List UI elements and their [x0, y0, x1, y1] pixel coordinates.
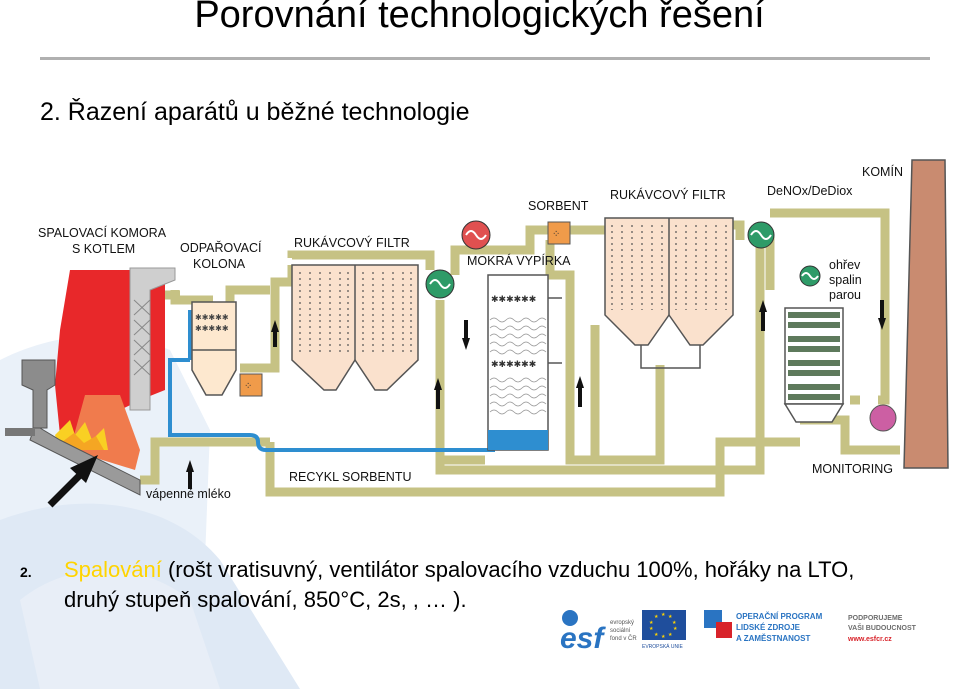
svg-text:★: ★ — [661, 634, 666, 640]
support-line-3: www.esfcr.cz — [847, 636, 892, 643]
op-lzz-logo: OPERAČNÍ PROGRAM LIDSKÉ ZDROJE A ZAMĚSTN… — [704, 610, 823, 643]
support-slogan: PODPORUJEME VAŠI BUDOUCNOST www.esfcr.cz — [847, 615, 917, 643]
esf-logo: esf evropský sociální fond v ČR — [560, 610, 637, 654]
wet-scrubber: ✱✱✱✱✱✱ ✱✱✱✱✱✱ — [487, 274, 562, 451]
label-denox: DeNOx/DeDiox — [767, 184, 853, 198]
label-steam-heat-1: ohřev — [829, 258, 861, 272]
esf-wordmark: esf — [560, 622, 606, 654]
svg-text:✱✱✱✱✱✱: ✱✱✱✱✱✱ — [491, 294, 536, 304]
note-number: 2. — [20, 564, 32, 580]
fan-2-icon — [461, 220, 491, 250]
support-line-1: PODPORUJEME — [848, 615, 903, 622]
denox-reactor — [783, 307, 845, 423]
note-highlight: Spalování — [64, 557, 162, 582]
water-lines — [168, 310, 495, 452]
svg-text:✱✱✱✱✱: ✱✱✱✱✱ — [195, 313, 229, 322]
label-steam-heat-3: parou — [829, 288, 861, 302]
label-sorbent-recycle: RECYKL SORBENTU — [289, 470, 411, 484]
label-lime-milk: vápenné mléko — [146, 487, 231, 501]
svg-text:✱✱✱✱✱: ✱✱✱✱✱ — [195, 324, 229, 333]
svg-text:★: ★ — [672, 620, 677, 626]
sorbent-dosing: ⁘ — [547, 221, 571, 245]
esf-caption-2: sociální — [610, 628, 631, 634]
fan-1-icon — [425, 269, 455, 299]
svg-text:★: ★ — [668, 632, 673, 638]
svg-text:✱✱✱✱✱✱: ✱✱✱✱✱✱ — [491, 359, 536, 369]
note-line-2: druhý stupeň spalování, 850°C, 2s, , … )… — [64, 587, 467, 612]
svg-text:★: ★ — [649, 620, 654, 626]
boiler-furnace — [5, 267, 176, 496]
svg-text:★: ★ — [654, 632, 659, 638]
monitoring-sensor — [869, 404, 897, 432]
svg-text:⁘: ⁘ — [552, 229, 560, 240]
label-wet-scrubber: MOKRÁ VYPÍRKA — [467, 253, 571, 268]
bag-filter-1 — [291, 264, 419, 391]
process-diagram: ✱✱✱✱✱ ✱✱✱✱✱ ⁘ ⁘ — [5, 159, 949, 508]
op-line-1: OPERAČNÍ PROGRAM — [736, 612, 823, 621]
label-evap-2: KOLONA — [193, 257, 246, 271]
funding-logos: esf evropský sociální fond v ČR ★★★ ★★★ … — [560, 610, 917, 654]
svg-text:★: ★ — [673, 626, 678, 632]
label-chimney: KOMÍN — [862, 164, 903, 179]
label-boiler-1: SPALOVACÍ KOMORA — [38, 225, 167, 240]
title-divider — [40, 57, 930, 60]
fan-3-icon — [747, 221, 775, 249]
label-monitoring: MONITORING — [812, 462, 893, 476]
note-line-1: (rošt vratisuvný, ventilátor spalovacího… — [161, 557, 855, 582]
op-line-3: A ZAMĚSTNANOST — [736, 634, 810, 643]
svg-text:★: ★ — [654, 614, 659, 620]
label-bag-filter-2: RUKÁVCOVÝ FILTR — [610, 187, 726, 202]
flow-arrows — [186, 300, 886, 489]
label-evap-1: ODPAŘOVACÍ — [180, 240, 262, 255]
svg-text:⁘: ⁘ — [244, 381, 252, 392]
label-sorbent: SORBENT — [528, 199, 589, 213]
svg-text:★: ★ — [649, 626, 654, 632]
esf-caption-1: evropský — [610, 620, 634, 626]
page-title: Porovnání technologických řešení — [194, 0, 765, 36]
evaporation-column: ✱✱✱✱✱ ✱✱✱✱✱ ⁘ — [191, 301, 263, 397]
svg-text:★: ★ — [661, 612, 666, 618]
label-boiler-2: S KOTLEM — [72, 242, 135, 256]
label-steam-heat-2: spalin — [829, 273, 862, 287]
grate-pointer-arrow — [47, 455, 98, 508]
op-line-2: LIDSKÉ ZDROJE — [736, 623, 801, 632]
process-note: 2. Spalování (rošt vratisuvný, ventilátor… — [20, 556, 950, 614]
bag-filter-2 — [604, 217, 734, 369]
label-bag-filter-1: RUKÁVCOVÝ FILTR — [294, 235, 410, 250]
support-line-2: VAŠI BUDOUCNOST — [848, 623, 917, 632]
eu-caption: EVROPSKÁ UNIE — [642, 643, 684, 650]
chimney-stack — [903, 159, 949, 469]
esf-caption-3: fond v ČR — [610, 635, 637, 642]
page-subtitle: 2. Řazení aparátů u běžné technologie — [40, 98, 470, 126]
svg-text:★: ★ — [668, 614, 673, 620]
eu-flag-logo: ★★★ ★★★ ★★★★ EVROPSKÁ UNIE — [642, 610, 686, 650]
steam-heater-icon — [799, 265, 821, 287]
